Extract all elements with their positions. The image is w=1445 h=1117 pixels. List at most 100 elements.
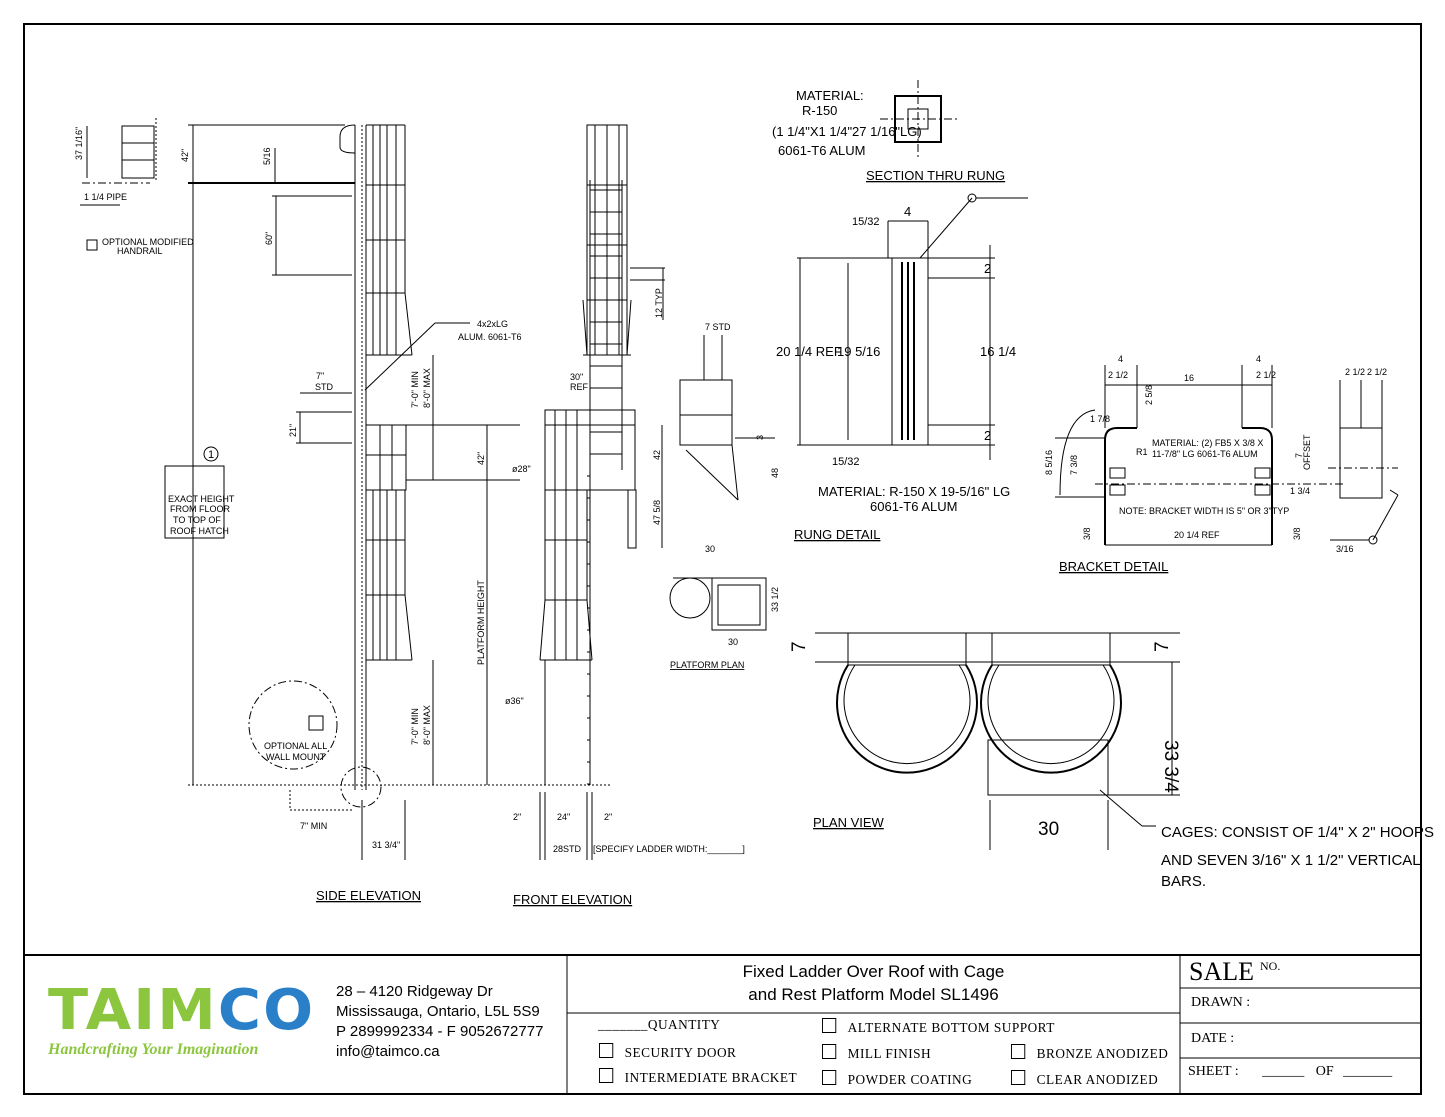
- sale-no-label: NO.: [1260, 959, 1281, 974]
- bracket-dim: 4: [1256, 354, 1261, 364]
- rung-detail: 4 15/32 15/32 20 1/4 REF 19 5/16 2 2 16 …: [776, 193, 1028, 542]
- checkbox[interactable]: [1011, 1044, 1026, 1059]
- front-elevation-title: FRONT ELEVATION: [513, 892, 632, 907]
- option-mill-finish[interactable]: MILL FINISH: [822, 1044, 931, 1063]
- checkbox[interactable]: [599, 1068, 614, 1083]
- quantity-field[interactable]: _______QUANTITY: [598, 1018, 721, 1033]
- rung-d2-bot: 2: [984, 428, 991, 443]
- sale-label: SALE: [1189, 957, 1254, 986]
- bracket-dim: 20 1/4 REF: [1174, 530, 1220, 540]
- sheet-field: SHEET : ______ OF _______: [1188, 1064, 1392, 1080]
- plan-width-bottom: 30: [728, 637, 738, 647]
- cage-gap-lower: 8'-0" MAX: [422, 705, 432, 745]
- option-clear-anodized[interactable]: CLEAR ANODIZED: [1011, 1070, 1158, 1089]
- checkbox[interactable]: [822, 1018, 837, 1033]
- plan-d30: 30: [1038, 819, 1059, 840]
- option-label: ALTERNATE BOTTOM SUPPORT: [847, 1021, 1055, 1036]
- drawing-title-line: Fixed Ladder Over Roof with Cage: [742, 962, 1005, 981]
- drawing-title-line: and Rest Platform Model SL1496: [748, 985, 999, 1004]
- option-alternate-bottom-support[interactable]: ALTERNATE BOTTOM SUPPORT: [822, 1018, 1055, 1037]
- email-link[interactable]: info@taimco.ca: [336, 1043, 440, 1060]
- front-elevation: 12 TYP 30" REF 42 47 5/8 ø28" ø36" 2" 24…: [505, 124, 780, 907]
- depth-dim: 31 3/4": [372, 840, 400, 850]
- plan-depth: 33 1/2: [770, 587, 780, 612]
- rung-d15-bot: 15/32: [832, 456, 860, 468]
- offset-dim: 5/16: [262, 147, 272, 165]
- std-28-dim: 28STD: [553, 844, 582, 854]
- bracket-material: MATERIAL: (2) FB5 X 3/8 X: [1152, 438, 1263, 448]
- cage-gap-upper: 8'-0" MAX: [422, 368, 432, 408]
- option-label: CLEAR ANODIZED: [1036, 1073, 1159, 1088]
- rung-detail-title: RUNG DETAIL: [794, 527, 880, 542]
- dia-36-dim: ø36": [505, 696, 524, 706]
- rung-material: R-150: [802, 103, 837, 118]
- option-security-door[interactable]: SECURITY DOOR: [599, 1043, 736, 1062]
- d42-dim: 42: [652, 450, 662, 460]
- option-label: MILL FINISH: [847, 1047, 932, 1062]
- option-powder-coating[interactable]: POWDER COATING: [822, 1070, 972, 1089]
- option-bronze-anodized[interactable]: BRONZE ANODIZED: [1011, 1044, 1168, 1063]
- option-label: BRONZE ANODIZED: [1036, 1047, 1169, 1062]
- rung-d16: 16 1/4: [980, 344, 1016, 359]
- plan-view: 7 7 33 3/4 30 CAGES: CONSIST OF 1/4" X 2…: [789, 632, 1434, 890]
- ref-30-dim: 30": [570, 372, 583, 382]
- width-dim: 2": [604, 812, 612, 822]
- d3-dim: 3: [755, 435, 765, 440]
- checkbox[interactable]: [822, 1044, 837, 1059]
- rung-d19: 19 5/16: [837, 344, 880, 359]
- pipe-dim: 1 1/4 PIPE: [84, 192, 127, 202]
- phone-fax: P 2899992334 - F 9052672777: [336, 1023, 544, 1040]
- rung-material: (1 1/4"X1 1/4"27 1/16"LG): [772, 124, 922, 139]
- checkbox[interactable]: [822, 1070, 837, 1085]
- bracket-dim: 16: [1184, 373, 1194, 383]
- exact-height-note: ROOF HATCH: [170, 526, 229, 536]
- option-label: POWDER COATING: [847, 1073, 973, 1088]
- wall-mount-note: OPTIONAL ALL: [264, 741, 327, 751]
- sheet-label: SHEET :: [1188, 1064, 1239, 1079]
- d47-dim: 47 5/8: [652, 500, 662, 525]
- cage-gap-upper: 7'-0" MIN: [410, 371, 420, 408]
- cages-note: CAGES: CONSIST OF 1/4" X 2" HOOPS: [1161, 824, 1434, 841]
- drawing-title: Fixed Ladder Over Roof with Cage and Res…: [567, 960, 1180, 1006]
- platform-plan: 30 30 33 1/2 PLATFORM PLAN: [669, 544, 780, 670]
- platform-plan-title: PLATFORM PLAN: [670, 660, 744, 670]
- optional-handrail-checkbox[interactable]: [86, 239, 98, 251]
- platform-height-dim: PLATFORM HEIGHT: [476, 580, 486, 665]
- ref-30-dim: REF: [570, 382, 589, 392]
- std-7-dim: STD: [315, 382, 334, 392]
- bracket-dim: 1 3/4: [1290, 486, 1310, 496]
- material-leader: 4x2xLG: [477, 319, 508, 329]
- rung-detail-material: MATERIAL: R-150 X 19-5/16" LG: [818, 484, 1010, 499]
- address-line: 28 – 4120 Ridgeway Dr: [336, 983, 493, 1000]
- option-intermediate-bracket[interactable]: INTERMEDIATE BRACKET: [599, 1068, 797, 1087]
- company-logo: TAIMCO Handcrafting Your Imagination: [48, 978, 316, 1059]
- sheet-total-input[interactable]: _______: [1343, 1064, 1393, 1079]
- width-dim: 24": [557, 812, 570, 822]
- exact-height-note: EXACT HEIGHT: [168, 494, 235, 504]
- bracket-dim: 4: [1118, 354, 1123, 364]
- bracket-dim: 2 1/2: [1256, 370, 1276, 380]
- bracket-detail: 4 4 2 1/2 2 1/2 16 2 5/8 1 7/8 R1 MATERI…: [1044, 354, 1399, 574]
- sheet-border: [23, 23, 1422, 1095]
- rung-material: 6061-T6 ALUM: [778, 143, 865, 158]
- bracket-dim: 2 1/2: [1108, 370, 1128, 380]
- side-elevation: 37 1/16" 1 1/4 PIPE OPTIONAL MODIFIED HA…: [74, 118, 610, 903]
- bracket-material: 11-7/8" LG 6061-T6 ALUM: [1152, 449, 1258, 459]
- bracket-note: NOTE: BRACKET WIDTH IS 5" OR 3"TYP: [1119, 506, 1289, 516]
- sheet-number-input[interactable]: ______: [1262, 1064, 1305, 1079]
- date-field: DATE :: [1191, 1031, 1235, 1046]
- drawn-field: DRAWN :: [1191, 995, 1251, 1010]
- checkbox[interactable]: [599, 1043, 614, 1058]
- bracket-offset: OFFSET: [1302, 434, 1312, 470]
- handrail-height-dim: 37 1/16": [74, 127, 84, 160]
- section-thru-rung: MATERIAL: R-150 (1 1/4"X1 1/4"27 1/16"LG…: [772, 80, 1005, 183]
- sale-no-field: SALE NO.: [1189, 957, 1280, 987]
- d48-dim: 48: [770, 468, 780, 478]
- rung-d4: 4: [904, 204, 911, 219]
- bracket-offset: 7: [1294, 453, 1304, 458]
- bracket-dim: 1 7/8: [1090, 414, 1110, 424]
- checkbox[interactable]: [1011, 1070, 1026, 1085]
- plan-d7: 7: [1152, 641, 1173, 652]
- wall-mount-note: WALL MOUNT: [266, 752, 326, 762]
